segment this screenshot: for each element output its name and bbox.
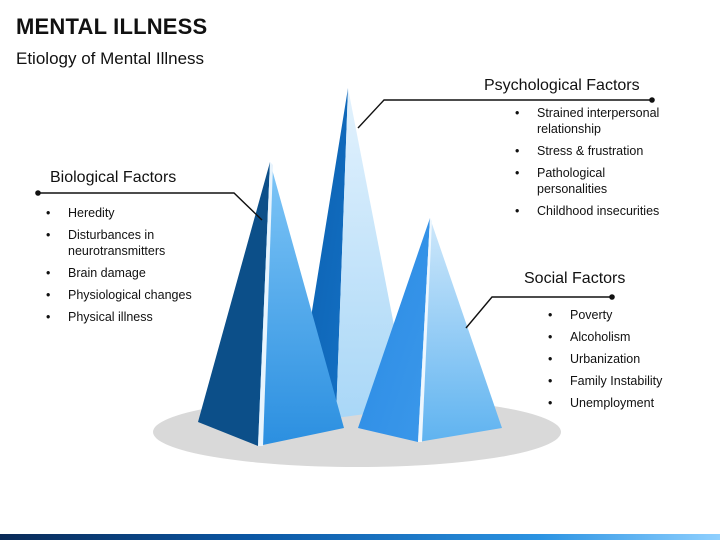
biological-factors-heading: Biological Factors xyxy=(50,169,177,186)
list-item: Family Instability xyxy=(548,373,662,389)
social-factors-heading: Social Factors xyxy=(524,270,626,287)
pyramid-biological xyxy=(198,162,344,446)
callout-biological xyxy=(35,190,263,221)
biological-factors-list: Heredity Disturbances in neurotransmitte… xyxy=(46,205,198,331)
list-item: Pathological personalities xyxy=(515,165,677,197)
footer-accent-bar xyxy=(0,534,720,540)
psychological-factors-list: Strained interpersonal relationship Stre… xyxy=(515,105,677,225)
psychological-factors-heading: Psychological Factors xyxy=(484,77,640,94)
list-item: Heredity xyxy=(46,205,198,221)
slide-title: MENTAL ILLNESS xyxy=(16,14,208,39)
callout-psychological xyxy=(357,97,655,129)
list-item: Physical illness xyxy=(46,309,198,325)
callout-social xyxy=(465,294,615,329)
list-item: Urbanization xyxy=(548,351,662,367)
pyramid-social xyxy=(358,218,502,442)
slide-subtitle: Etiology of Mental Illness xyxy=(16,49,205,68)
list-item: Brain damage xyxy=(46,265,198,281)
social-factors-list: Poverty Alcoholism Urbanization Family I… xyxy=(548,307,662,417)
list-item: Stress & frustration xyxy=(515,143,677,159)
list-item: Alcoholism xyxy=(548,329,662,345)
list-item: Strained interpersonal relationship xyxy=(515,105,677,137)
list-item: Childhood insecurities xyxy=(515,203,677,219)
list-item: Disturbances in neurotransmitters xyxy=(46,227,198,259)
list-item: Unemployment xyxy=(548,395,662,411)
list-item: Poverty xyxy=(548,307,662,323)
list-item: Physiological changes xyxy=(46,287,198,303)
